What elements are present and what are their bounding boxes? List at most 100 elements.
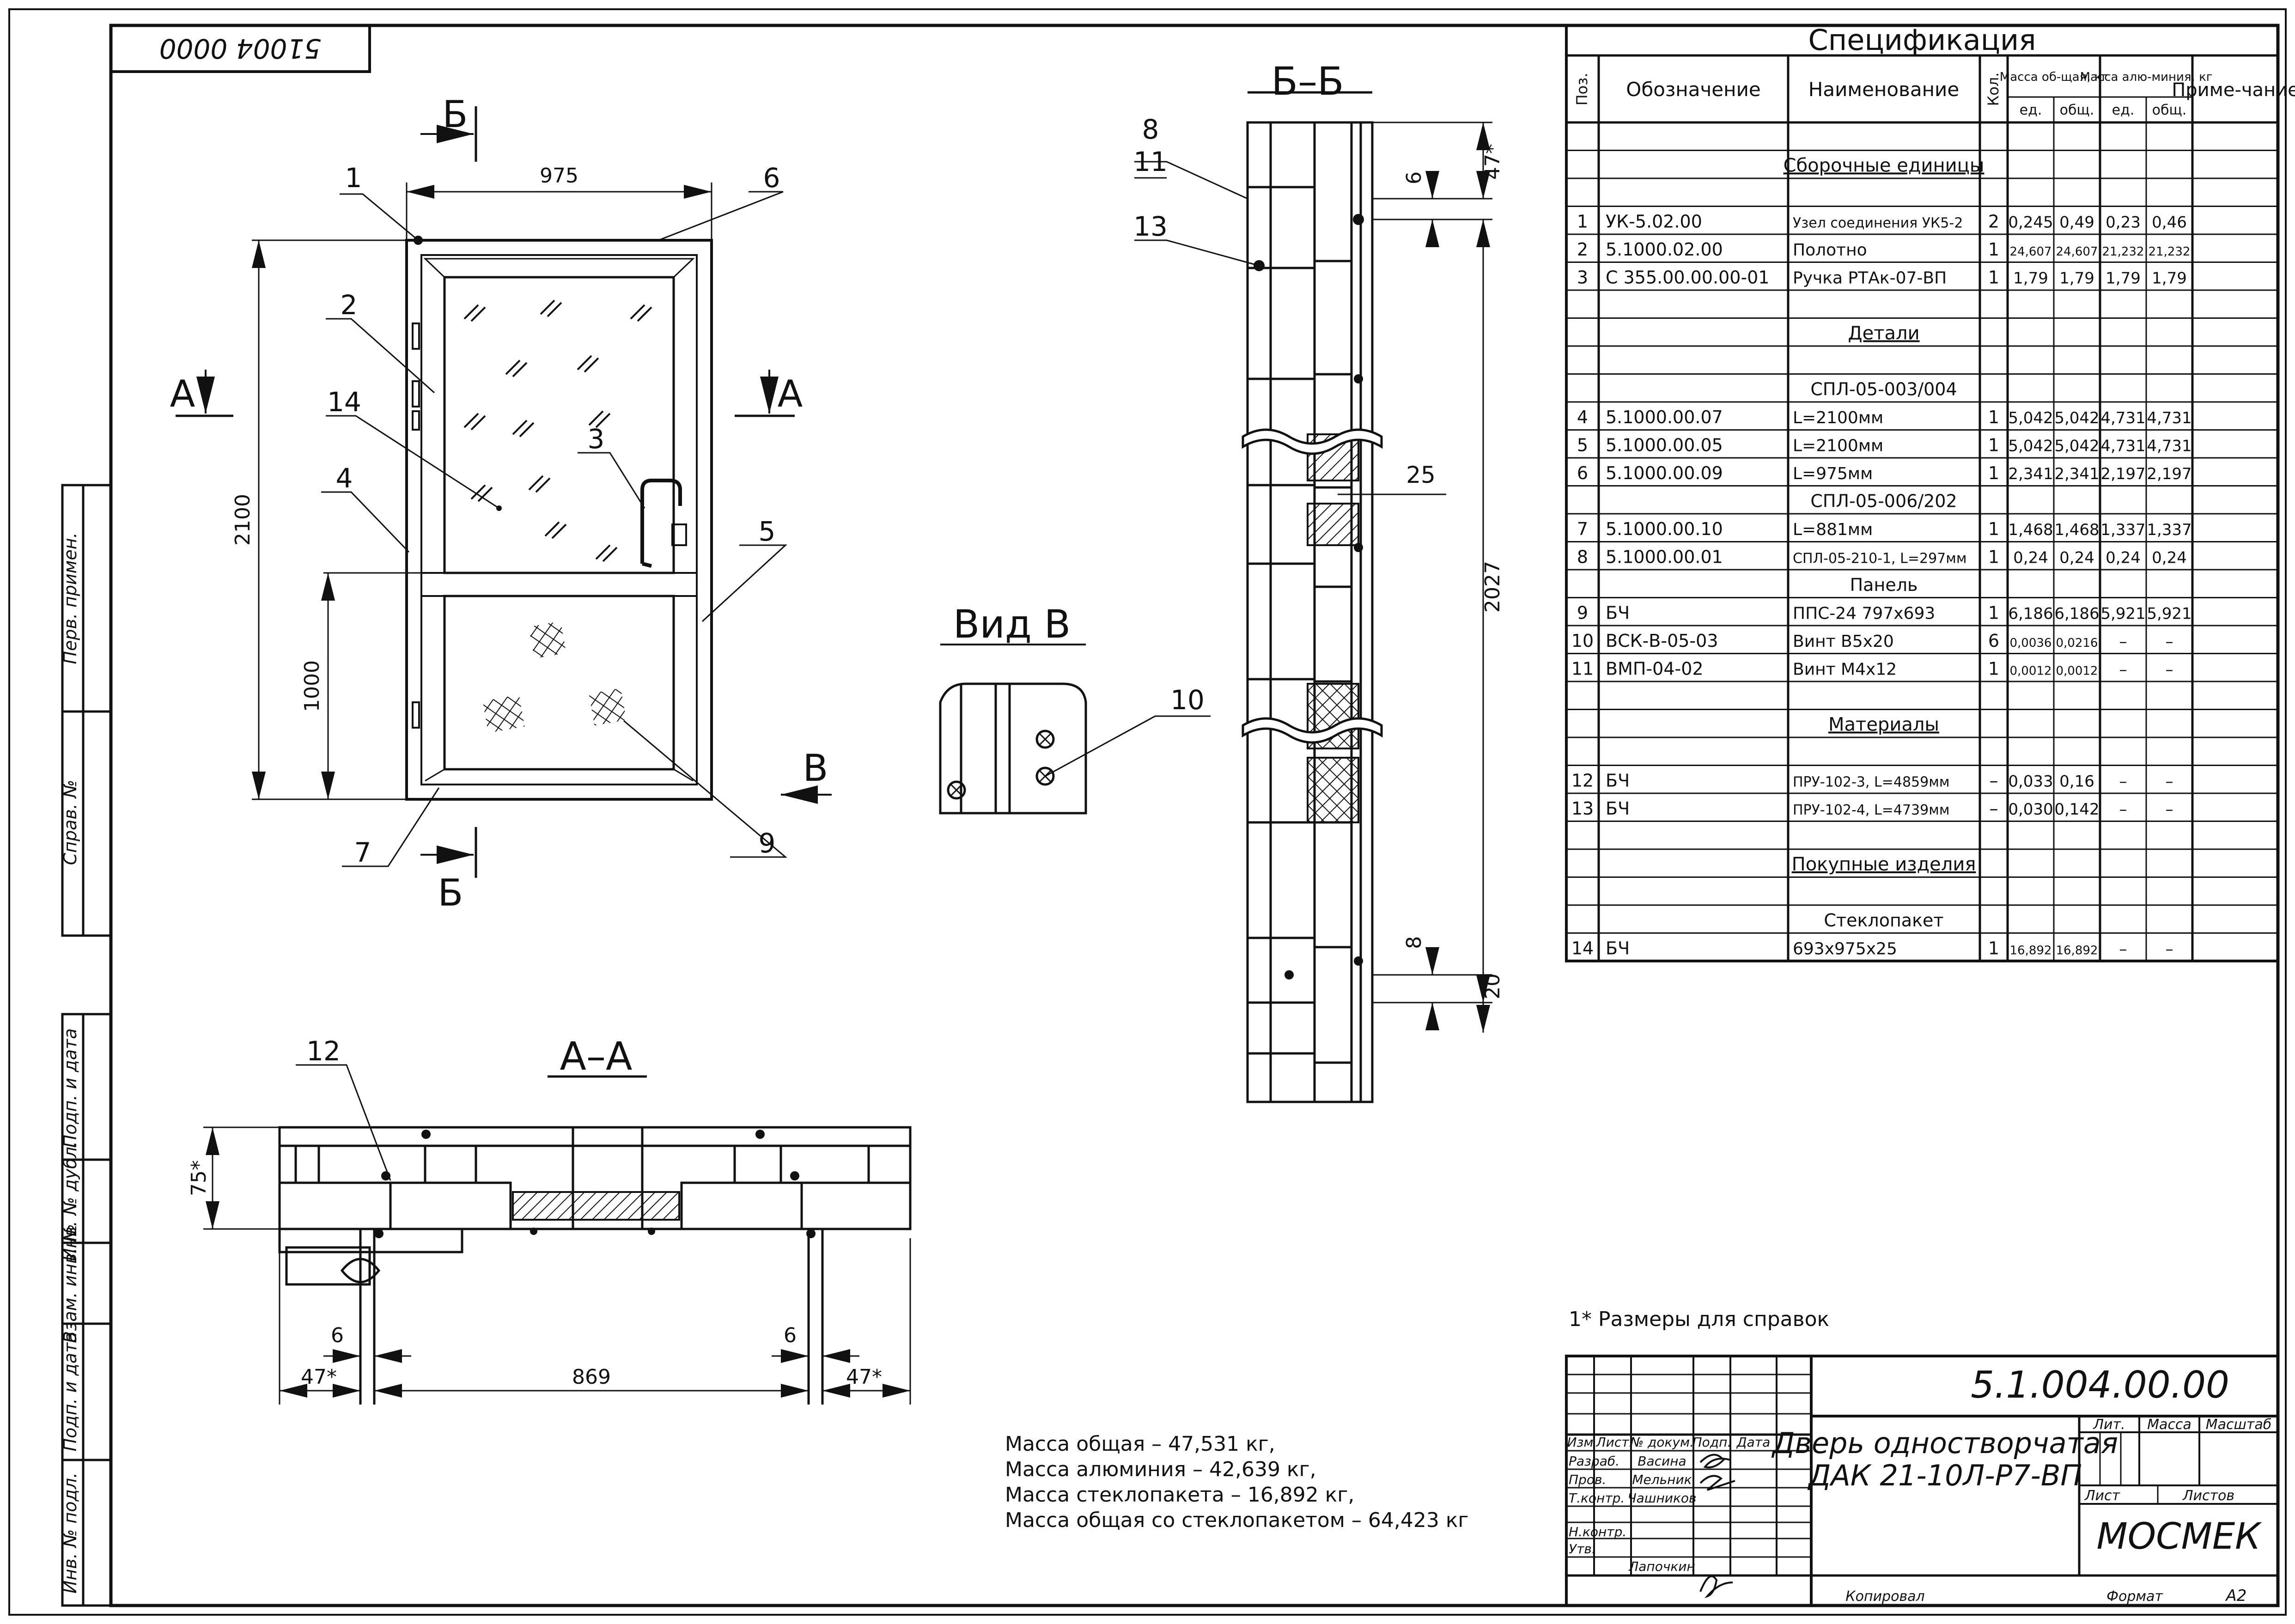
spec-cell-pos: 11 [1571,658,1594,679]
title-line-2: ДАК 21-10Л-Р7-ВП [1807,1459,2082,1492]
spec-cell-mass-total: 1,468 [2054,521,2099,539]
spec-section-heading: Материалы [1828,714,1939,735]
spec-col-mass-al: Масса алю-миния, кг [2080,70,2213,84]
dim-2100: 2100 [231,494,255,546]
spec-cell-qty: 1 [1988,267,1999,287]
tb-name: Мельник [1632,1472,1692,1487]
doc-code: 5.1.004.00.00 [1971,1363,2229,1406]
leader-1: 1 [345,162,362,194]
glass-strokes [463,299,652,562]
spec-cell-name: Ручка РТАк-07-ВП [1793,268,1947,287]
spec-cell-al-total: 4,731 [2147,409,2192,427]
spec-cell-designation: 5.1000.02.00 [1606,239,1723,260]
spec-cell-mass-total: 6,186 [2054,604,2099,623]
spec-cell-al-total: 0,24 [2152,548,2187,567]
dim-75: 75* [187,1160,211,1196]
spec-cell-qty: 1 [1988,547,1999,567]
reference-note: 1* Размеры для справок [1569,1308,1829,1331]
tb-col-sign: Подп. [1692,1435,1732,1450]
leader-9: 9 [759,827,776,859]
mass-label: Масса [2147,1417,2192,1433]
spec-cell-qty: 1 [1988,602,1999,623]
title-line-1: Дверь одностворчатая [1771,1426,2118,1460]
spec-cell-mass-unit: 0,033 [2008,772,2053,791]
spec-cell-qty: 1 [1988,463,1999,483]
leader-4: 4 [336,462,353,494]
spec-cell-al-unit: 1,337 [2100,521,2145,539]
mass-note-3: Масса стеклопакета – 16,892 кг, [1005,1483,1354,1507]
spec-cell-name: Винт М4х12 [1793,660,1897,679]
tb-role: Пров. [1569,1472,1606,1487]
leader-7: 7 [354,837,371,868]
strip-label-6: Подп. и дата [60,1332,80,1452]
spec-cell-designation: БЧ [1606,798,1630,819]
spec-cell-mass-unit: 2,341 [2008,465,2053,483]
section-aa-title: А–А [560,1034,633,1079]
spec-cell-pos: 2 [1577,239,1588,260]
mass-notes: Масса общая – 47,531 кг, Масса алюминия … [1005,1432,1469,1532]
leader-25: 25 [1406,462,1436,488]
spec-col-unit-1: ед. [2020,102,2042,118]
spec-cell-pos: 8 [1577,547,1588,567]
spec-cell-al-unit: 0,23 [2106,213,2141,231]
spec-cell-al-total: 4,731 [2147,437,2192,455]
left-strip-labels: Перв. примен. Справ. № Подп. и дата Инв.… [60,532,80,1594]
spec-cell-al-unit: 5,921 [2100,604,2145,623]
spec-cell-mass-unit: 0,245 [2008,213,2053,231]
dim-6-right: 6 [784,1324,797,1347]
top-stamp: 51004 0000 [159,33,322,64]
spec-col-mass-total: Масса об-щая, кг [2000,70,2108,84]
leader-10: 10 [1170,684,1205,716]
door-handle [640,479,687,568]
strip-label-4: Инв. № дубл. [60,1141,80,1261]
pos1-dot [414,236,423,245]
cut-b-top: Б [443,93,468,136]
spec-section-heading: Сборочные единицы [1784,155,1985,176]
spec-cell-designation: 5.1000.00.07 [1606,407,1723,427]
copied-label: Копировал [1845,1588,1924,1605]
view-b-arrow-label: В [803,747,828,790]
hinges [412,322,420,729]
strip-label-7: Инв. № подл. [60,1472,80,1594]
spec-cell-designation: 5.1000.00.05 [1606,435,1723,455]
spec-cell-mass-total: 0,0216 [2056,636,2098,650]
leader-3: 3 [588,423,605,455]
spec-cell-qty: 1 [1988,435,1999,455]
tb-role: Н.контр. [1569,1524,1626,1539]
spec-cell-al-unit: 21,232 [2102,245,2144,259]
spec-cell-al-total: – [2166,800,2173,819]
spec-cell-al-total: 21,232 [2149,245,2191,259]
dim-975: 975 [540,164,578,188]
spec-cell-al-total: 1,79 [2152,269,2187,287]
spec-cell-pos: 5 [1577,435,1588,455]
spec-cell-al-unit: – [2119,800,2127,819]
spec-cell-mass-unit: 6,186 [2008,604,2053,623]
tb-role: Утв. [1569,1541,1596,1557]
leader-8: 8 [1142,114,1159,145]
sheet-label: Лист [2084,1488,2121,1504]
spec-cell-designation: ВМП-04-02 [1606,658,1704,679]
spec-cell-al-total: – [2166,772,2173,791]
spec-cell-qty: – [1990,798,1998,819]
spec-cell-name: L=2100мм [1793,408,1883,427]
leader-12: 12 [306,1035,341,1067]
mass-note-2: Масса алюминия – 42,639 кг, [1005,1458,1316,1481]
tb-name: Лапочкин [1628,1559,1695,1574]
dim-47-right: 47* [846,1365,882,1389]
spec-col-unit-2: ед. [2112,102,2135,118]
signatures [1699,1454,1735,1599]
spec-cell-mass-total: 0,24 [2059,548,2094,567]
spec-cell-mass-unit: 5,042 [2008,437,2053,455]
spec-cell-mass-unit: 0,030 [2008,800,2053,819]
spec-cell-designation: УК-5.02.00 [1606,211,1702,231]
sheets-label: Листов [2182,1488,2234,1504]
leader-6: 6 [763,162,780,194]
spec-col-total-2: общ. [2152,102,2187,118]
title-block [1565,1355,2279,1607]
dim-6-top: 6 [1402,171,1426,184]
spec-cell-qty: 1 [1988,938,1999,958]
spec-cell-name: Полотно [1793,241,1867,260]
spec-cell-al-total: – [2166,660,2173,679]
spec-cell-pos: 9 [1577,602,1588,623]
